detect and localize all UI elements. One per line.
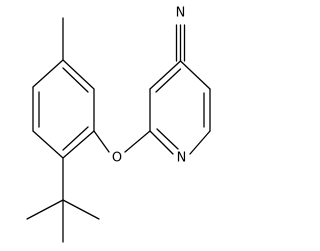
benzene-inner-bond-6 — [62, 126, 89, 151]
ether-linkage — [93, 130, 151, 153]
tert-butyl-methyl-bond-right — [62, 199, 100, 220]
ether-bond-c2-o — [124, 130, 151, 153]
tert-butyl-methyl-bond-left — [26, 199, 64, 220]
ether-o-text: O — [112, 151, 122, 166]
benzene-bond-6 — [62, 130, 95, 159]
benzene-inner-bond-2 — [62, 67, 89, 93]
pyridine-bond-c6-n — [189, 130, 211, 155]
pyridine-inner-bond-n-c2 — [156, 128, 179, 150]
nitrile-triple-bond — [175, 24, 186, 62]
atom-label-nitrile-n: N — [173, 5, 188, 21]
atom-label-ring-n: N — [174, 150, 189, 166]
benzene-ring — [32, 59, 95, 159]
tert-butyl-group — [26, 157, 100, 243]
structure-canvas: N O N — [26, 5, 211, 243]
ether-bond-o-aryl — [93, 130, 110, 153]
benzene-bond-2 — [62, 59, 95, 90]
atom-label-ether-o: O — [110, 150, 124, 166]
pyridine-bond-c3-c4 — [149, 60, 182, 90]
benzene-bond-3 — [32, 59, 64, 88]
nitrile-n-text: N — [176, 6, 186, 21]
benzene-bond-5 — [32, 130, 64, 159]
pyridine-inner-bond-c3-c4 — [155, 68, 182, 93]
molecule-structure: N O N — [26, 5, 211, 243]
pyridine-ring — [149, 60, 211, 155]
ring-n-text: N — [177, 151, 187, 166]
pyridine-bond-c4-c5 — [179, 60, 211, 90]
pyridine-bond-n-c2 — [149, 130, 174, 155]
